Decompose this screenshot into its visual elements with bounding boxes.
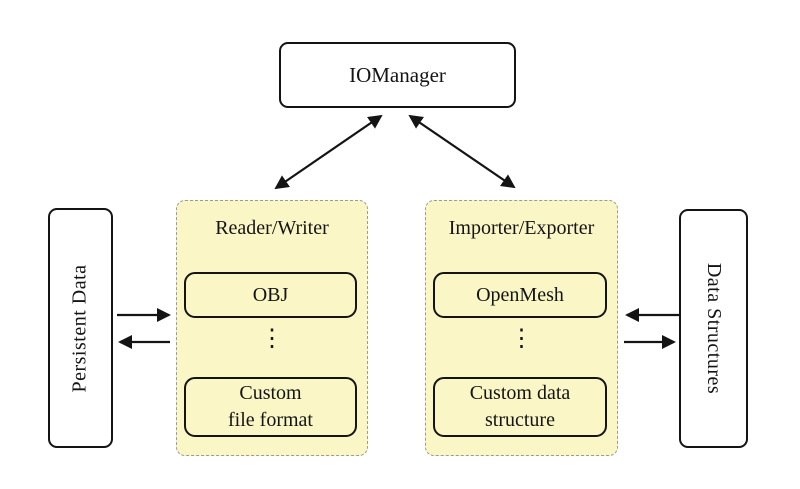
importer-exporter-title: Importer/Exporter [448, 217, 595, 239]
data-structures-label: Data Structures [703, 262, 726, 395]
arrow-iomanager-importerexporter [408, 114, 516, 189]
obj-node: OBJ [184, 272, 357, 318]
iomanager-node: IOManager [279, 42, 516, 108]
custom-file-format-node: Custom file format [184, 377, 357, 437]
custom-data-structure-node: Custom data structure [433, 377, 607, 437]
importer-exporter-panel: Importer/Exporter OpenMesh ⋮ Custom data… [425, 200, 618, 456]
reader-writer-panel: Reader/Writer OBJ ⋮ Custom file format [176, 200, 368, 456]
persistent-data-node: Persistent Data [48, 208, 113, 448]
openmesh-node: OpenMesh [433, 272, 607, 318]
persistent-data-label: Persistent Data [69, 263, 91, 393]
data-structures-node: Data Structures [679, 209, 748, 448]
importer-exporter-ellipsis: ⋮ [509, 326, 534, 352]
reader-writer-ellipsis: ⋮ [260, 326, 284, 352]
reader-writer-title: Reader/Writer [215, 217, 329, 239]
arrow-iomanager-readerwriter [274, 114, 383, 190]
iomanager-label: IOManager [349, 62, 446, 87]
